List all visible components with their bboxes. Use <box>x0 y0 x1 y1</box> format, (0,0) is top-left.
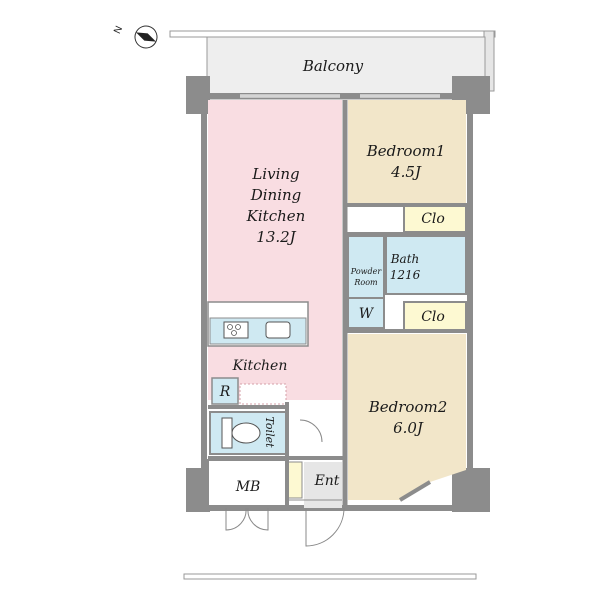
balcony <box>206 36 486 100</box>
meter-box-label: MB <box>235 479 261 495</box>
washer-label: W <box>359 306 375 322</box>
closet1-label: Clo <box>421 211 445 227</box>
bedroom1-label: Bedroom1 <box>366 142 446 160</box>
toilet-bowl-icon <box>231 422 261 444</box>
ldk-floor <box>208 100 342 400</box>
mb-door-arc-left <box>225 507 247 531</box>
bedroom2-size: 6.0J <box>393 419 424 437</box>
washer-area <box>347 297 385 329</box>
powder-room-label-line1: Powder <box>350 267 383 276</box>
burner-icon <box>231 330 237 336</box>
bedroom1-size: 4.5J <box>390 163 422 181</box>
bath-size: 1216 <box>390 268 421 282</box>
sink-icon <box>265 321 291 339</box>
burner-icon <box>227 324 233 330</box>
refrigerator <box>211 377 239 405</box>
balcony-label: Balcony <box>302 57 364 75</box>
compass-north-label: N <box>112 24 125 35</box>
corridor-door-arc <box>299 419 323 443</box>
ldk-label-line1: Living <box>251 165 299 183</box>
bath-label: Bath <box>390 252 420 266</box>
front-door-arc <box>305 507 345 547</box>
refrigerator-label: R <box>219 384 231 400</box>
mb-door-arc-right <box>247 507 269 531</box>
stove-icon <box>223 321 249 339</box>
closet2-label: Clo <box>421 309 445 325</box>
scale-bar <box>183 573 477 580</box>
pantry <box>239 383 287 405</box>
bay-wall <box>398 480 432 502</box>
bedroom1-floor <box>348 100 466 204</box>
ldk-label-line2: Dining <box>250 186 302 204</box>
burner-icon <box>235 324 241 330</box>
compass-icon <box>134 25 158 49</box>
kitchen-label: Kitchen <box>232 358 288 374</box>
corridor-floor <box>288 402 342 458</box>
shoe-cabinet <box>287 461 303 499</box>
powder-room-label-line2: Room <box>353 278 378 287</box>
bedroom2-label: Bedroom2 <box>368 398 448 416</box>
toilet-tank <box>221 417 233 449</box>
ldk-label-line3: Kitchen <box>246 207 306 225</box>
entrance-label: Ent <box>314 473 340 489</box>
balcony-railing <box>169 30 496 38</box>
toilet-label: Toilet <box>263 416 276 448</box>
closet2-floor <box>403 301 467 331</box>
bedroom2-floor <box>348 334 466 500</box>
ldk-size: 13.2J <box>256 228 296 246</box>
